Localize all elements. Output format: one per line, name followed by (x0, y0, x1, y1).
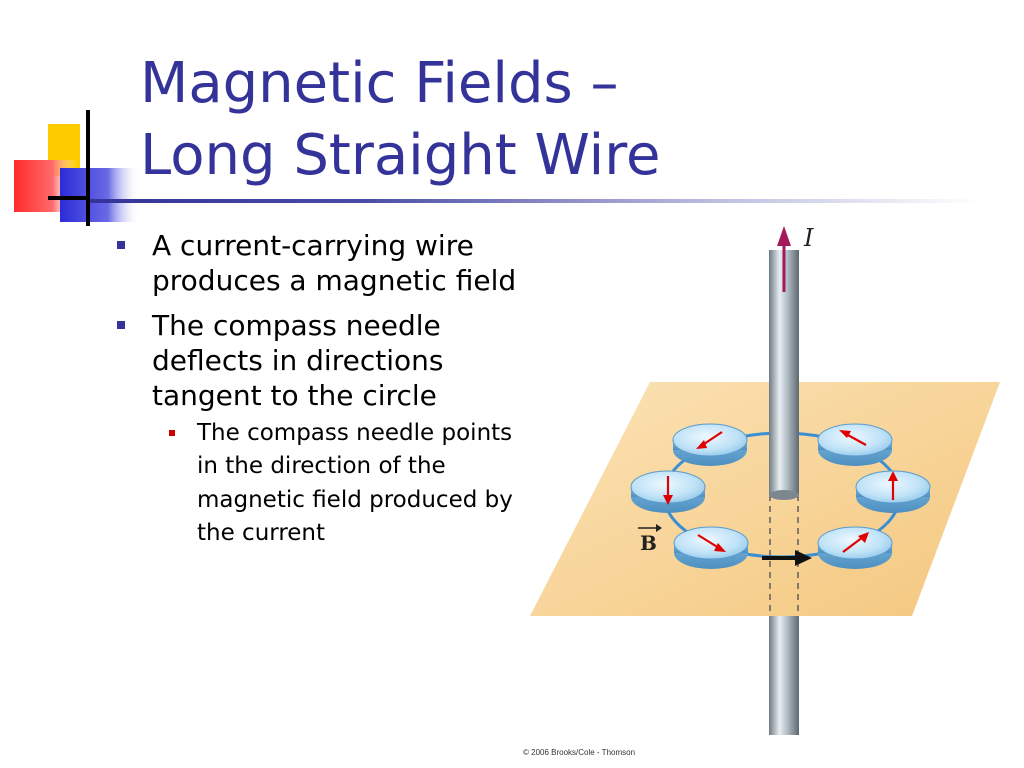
slide-title-line-1: Magnetic Fields – (140, 51, 619, 116)
bullet-text: A current-carrying wire produces a magne… (152, 229, 517, 297)
wire-lower (769, 610, 799, 735)
sub-bullet-item: The compass needle points in the directi… (152, 417, 522, 550)
sub-bullet-marker (169, 430, 175, 436)
wire-cut-end (769, 490, 799, 500)
compass (817, 423, 893, 466)
decor-horizontal-line (48, 196, 90, 200)
compass (817, 526, 893, 569)
compass (630, 470, 706, 513)
bullet-text: The compass needle deflects in direction… (152, 309, 444, 412)
bullet-marker (117, 241, 125, 249)
field-label: B (640, 531, 657, 555)
slide-title: Magnetic Fields – Long Straight Wire (140, 48, 660, 191)
compass (672, 423, 748, 466)
wire-compass-figure: B (530, 224, 1000, 735)
bullet-list: A current-carrying wire produces a magne… (112, 228, 522, 560)
vector-overline-head (656, 524, 662, 532)
current-label: I (803, 224, 814, 252)
field-arrow-head (795, 550, 812, 566)
current-arrow-head (777, 226, 791, 246)
bullet-marker (117, 321, 125, 329)
sub-bullet-text: The compass needle points in the directi… (197, 420, 513, 547)
bullet-item: A current-carrying wire produces a magne… (112, 228, 522, 298)
compass (855, 470, 931, 513)
decor-vertical-line (86, 110, 90, 226)
sub-bullet-list: The compass needle points in the directi… (152, 417, 522, 550)
title-underline (90, 199, 980, 203)
copyright-text: © 2006 Brooks/Cole - Thomson (523, 748, 636, 757)
bullet-item: The compass needle deflects in direction… (112, 308, 522, 550)
slide-title-line-2: Long Straight Wire (140, 122, 661, 188)
compass-needle (845, 433, 867, 446)
compass-needle (842, 536, 864, 553)
compass (673, 526, 749, 569)
corner-decoration (14, 110, 140, 226)
blue-square (60, 168, 140, 222)
compass-needle (697, 534, 720, 549)
